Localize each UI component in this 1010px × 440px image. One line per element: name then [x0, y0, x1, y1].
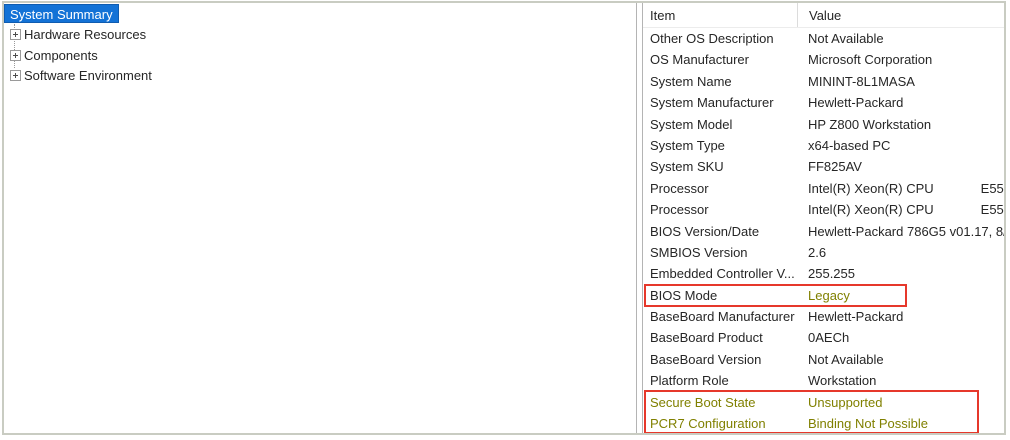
value-cell: Hewlett-Packard [808, 309, 904, 325]
table-header-row: Item Value [643, 3, 1004, 28]
category-tree-pane: System Summary Hardware Resources Compon… [4, 3, 637, 433]
tree-connector-line [14, 24, 15, 68]
item-cell: BaseBoard Manufacturer [650, 309, 795, 325]
tree-item-label: Software Environment [24, 68, 152, 84]
table-row[interactable]: Platform Role Workstation [643, 370, 1004, 391]
table-row[interactable]: System Type x64-based PC [643, 135, 1004, 156]
value-cell: Legacy [808, 287, 850, 303]
table-row[interactable]: Embedded Controller V... 255.255 [643, 263, 1004, 284]
value-cell: MININT-8L1MASA [808, 73, 915, 89]
table-row[interactable]: System Name MININT-8L1MASA [643, 71, 1004, 92]
value-cell: Not Available [808, 31, 884, 46]
tree-item-components[interactable]: Components [4, 45, 636, 66]
table-row[interactable]: Secure Boot State Unsupported [643, 392, 1004, 413]
item-cell: Processor [650, 180, 709, 196]
value-cell: Hewlett-Packard 786G5 v01.17, 8/ [808, 223, 1004, 239]
table-row[interactable]: BIOS Mode Legacy [643, 285, 1004, 306]
table-row[interactable]: Other OS Description Not Available [643, 28, 1004, 49]
item-cell: BaseBoard Product [650, 330, 763, 346]
detail-pane: Item Value Other OS Description Not Avai… [642, 3, 1004, 433]
tree-item-list: Hardware Resources Components Software E… [4, 24, 636, 86]
tree-item-label: Hardware Resources [24, 26, 147, 42]
item-cell: SMBIOS Version [650, 244, 748, 260]
item-cell: BaseBoard Version [650, 351, 762, 367]
value-cell: Workstation [808, 373, 877, 389]
tree-item-label: System Summary [10, 7, 113, 22]
value-cell: Not Available [808, 351, 884, 367]
table-row[interactable]: BaseBoard Product 0AECh [643, 327, 1004, 348]
value-cell: Microsoft Corporation [808, 52, 933, 68]
item-cell: OS Manufacturer [650, 52, 749, 68]
value-cell: FF825AV [808, 159, 862, 175]
value-cell: HP Z800 Workstation [808, 116, 932, 132]
item-cell: System Type [650, 137, 725, 153]
table-row[interactable]: PCR7 Configuration Binding Not Possible [643, 413, 1004, 433]
value-cell: x64-based PC [808, 137, 891, 153]
table-row[interactable]: OS Manufacturer Microsoft Corporation [643, 49, 1004, 70]
value-cell: 0AECh [808, 330, 850, 346]
expand-plus-icon[interactable] [10, 49, 21, 61]
table-body: Other OS Description Not Available OS Ma… [643, 28, 1004, 433]
item-cell: BIOS Version/Date [650, 223, 760, 239]
table-row[interactable]: System Model HP Z800 Workstation [643, 114, 1004, 135]
tree-item-system-summary[interactable]: System Summary [4, 4, 119, 23]
table-row[interactable]: Processor Intel(R) Xeon(R) CPU E5506 [643, 199, 1004, 220]
value-cell: Intel(R) Xeon(R) CPU E5506 [808, 180, 1004, 196]
table-row[interactable]: System Manufacturer Hewlett-Packard [643, 92, 1004, 113]
column-header-item[interactable]: Item [650, 8, 676, 23]
item-cell: PCR7 Configuration [650, 416, 766, 432]
value-cell: 255.255 [808, 266, 855, 282]
item-cell: BIOS Mode [650, 287, 718, 303]
tree-item-software-environment[interactable]: Software Environment [4, 65, 636, 86]
table-row[interactable]: BaseBoard Manufacturer Hewlett-Packard [643, 306, 1004, 327]
table-row[interactable]: SMBIOS Version 2.6 [643, 242, 1004, 263]
value-cell: 2.6 [808, 244, 827, 260]
item-cell: Processor [650, 202, 709, 218]
item-cell: Platform Role [650, 373, 729, 389]
item-cell: System SKU [650, 159, 724, 175]
expand-plus-icon[interactable] [10, 70, 21, 82]
item-cell: Other OS Description [650, 31, 774, 46]
expand-plus-icon[interactable] [10, 28, 21, 40]
item-cell: System Manufacturer [650, 95, 774, 111]
item-cell: Secure Boot State [650, 394, 756, 410]
item-cell: System Name [650, 73, 732, 89]
table-row[interactable]: BIOS Version/Date Hewlett-Packard 786G5 … [643, 221, 1004, 242]
tree-item-label: Components [24, 47, 98, 63]
table-row[interactable]: Processor Intel(R) Xeon(R) CPU E5506 [643, 178, 1004, 199]
value-cell: Intel(R) Xeon(R) CPU E5506 [808, 202, 1004, 218]
value-cell: Unsupported [808, 394, 883, 410]
value-cell: Binding Not Possible [808, 416, 928, 432]
item-cell: System Model [650, 116, 733, 132]
table-row[interactable]: System SKU FF825AV [643, 156, 1004, 177]
column-header-value[interactable]: Value [797, 3, 1004, 27]
tree-item-hardware-resources[interactable]: Hardware Resources [4, 24, 636, 45]
value-cell: Hewlett-Packard [808, 95, 904, 111]
table-row[interactable]: BaseBoard Version Not Available [643, 349, 1004, 370]
item-cell: Embedded Controller V... [650, 266, 795, 282]
